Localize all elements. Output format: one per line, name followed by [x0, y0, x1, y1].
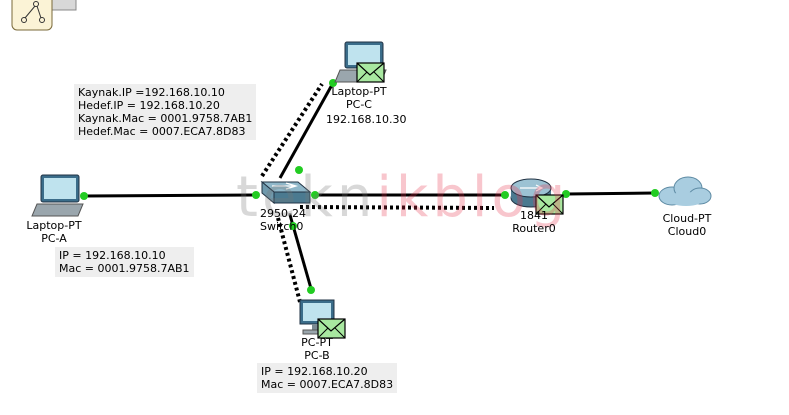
- link-pca-switch: [83, 193, 257, 198]
- device-model: 2950-24: [260, 207, 306, 220]
- cloud-icon[interactable]: [658, 176, 712, 206]
- device-model: PC-PT: [301, 336, 333, 349]
- note-pc-a[interactable]: IP = 192.168.10.10 Mac = 0001.9758.7AB1: [55, 247, 194, 277]
- note-line: Mac = 0001.9758.7AB1: [59, 262, 190, 275]
- device-name: PC-A: [41, 232, 67, 245]
- device-name: PC-C: [346, 98, 372, 111]
- link-switch-pcc: [278, 82, 335, 179]
- device-name: Switch0: [260, 220, 304, 233]
- note-line: IP = 192.168.10.20: [261, 365, 368, 378]
- envelope-icon: [535, 194, 564, 215]
- device-ip-pc-c: 192.168.10.30: [326, 113, 407, 126]
- note-line: Mac = 0007.ECA7.8D83: [261, 378, 394, 391]
- pdu-traces: [260, 82, 495, 303]
- device-name: Cloud0: [667, 225, 707, 238]
- device-label-pc-b[interactable]: PC-PT PC-B: [285, 336, 349, 362]
- device-model: Laptop-PT: [26, 219, 82, 232]
- link-router-cloud: [565, 191, 656, 196]
- device-label-pc-a[interactable]: Laptop-PT PC-A: [18, 219, 90, 245]
- palette-icon[interactable]: [11, 0, 77, 31]
- switch-icon[interactable]: [260, 180, 312, 205]
- device-name: Router0: [512, 222, 556, 235]
- device-label-cloud0[interactable]: Cloud-PT Cloud0: [652, 212, 722, 238]
- envelope-icon: [317, 318, 346, 339]
- device-label-switch0[interactable]: 2950-24 Switch0: [260, 207, 314, 233]
- device-model: Cloud-PT: [662, 212, 712, 225]
- device-label-pc-c[interactable]: Laptop-PT PC-C: [323, 85, 395, 111]
- device-name: PC-B: [304, 349, 330, 362]
- note-line: Kaynak.IP =192.168.10.10: [78, 86, 225, 99]
- note-line: Kaynak.Mac = 0001.9758.7AB1: [78, 112, 253, 125]
- device-label-router0[interactable]: 1841 Router0: [509, 209, 559, 235]
- note-pc-b[interactable]: IP = 192.168.10.20 Mac = 0007.ECA7.8D83: [257, 363, 398, 393]
- laptop-icon[interactable]: [31, 174, 84, 217]
- envelope-icon: [356, 62, 385, 83]
- device-model: Laptop-PT: [331, 85, 387, 98]
- device-model: 1841: [520, 209, 548, 222]
- note-line: Hedef.IP = 192.168.10.20: [78, 99, 220, 112]
- note-pdu-details[interactable]: Kaynak.IP =192.168.10.10 Hedef.IP = 192.…: [74, 84, 257, 140]
- note-line: IP = 192.168.10.10: [59, 249, 166, 262]
- note-line: Hedef.Mac = 0007.ECA7.8D83: [78, 125, 246, 138]
